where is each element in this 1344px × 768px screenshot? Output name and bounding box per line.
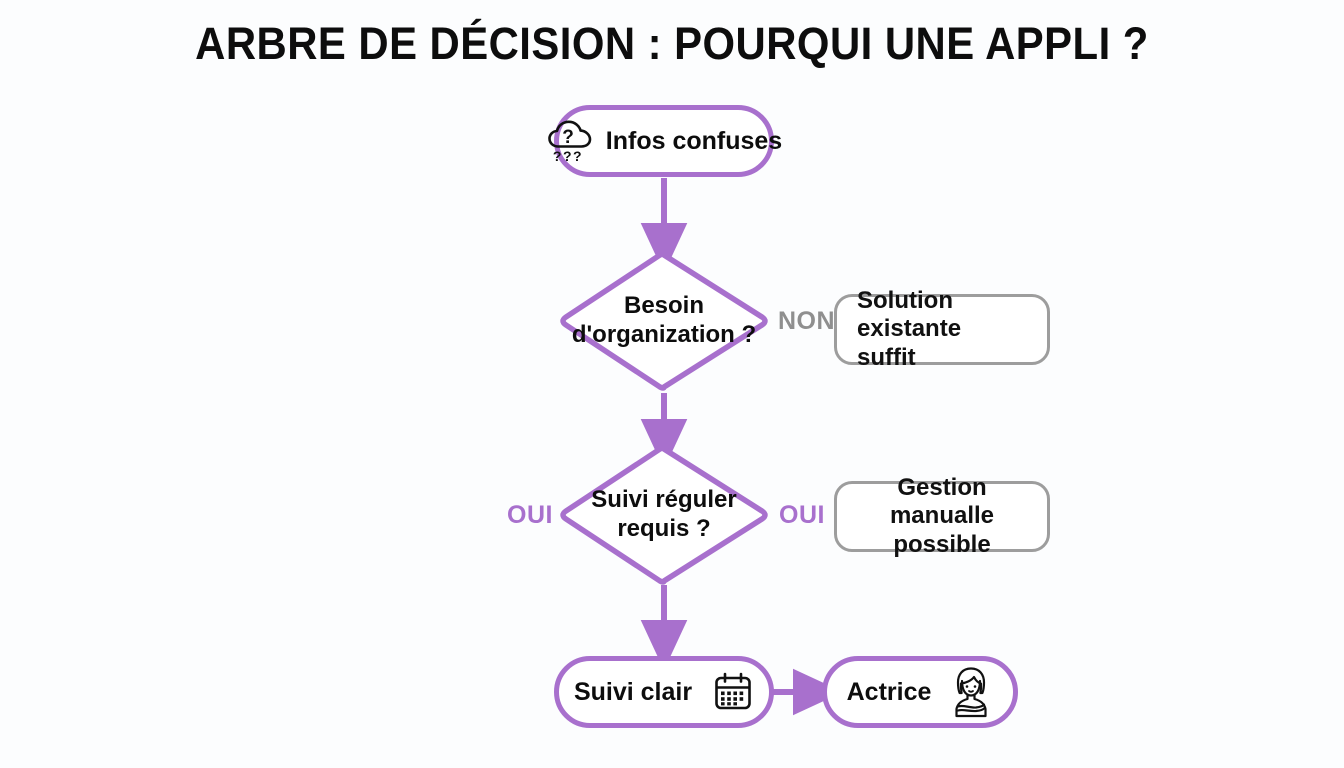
- node-suivi-clair-label: Suivi clair: [573, 677, 693, 706]
- node-besoin-organization[interactable]: Besoin d'organization ?: [556, 249, 772, 393]
- node-suivi-reguler-requis-label: Suivi réguler requis ?: [591, 486, 737, 542]
- page-title: ARBRE DE DÉCISION : POURQUI UNE APPLI ?: [195, 18, 1149, 69]
- woman-arms-crossed-icon: [949, 666, 993, 718]
- edge-label-oui-left: OUI: [507, 501, 553, 529]
- node-solution-existante-suffit-label: Solution existante suffit: [857, 287, 962, 371]
- node-suivi-reguler-requis[interactable]: Suivi réguler requis ?: [556, 443, 772, 587]
- node-actrice-label: Actrice: [846, 677, 932, 706]
- node-gestion-manualle-possible[interactable]: Gestion manualle possible: [834, 474, 1050, 558]
- node-infos-confuses[interactable]: ? ??? Infos confuses: [547, 105, 782, 177]
- node-suivi-clair[interactable]: Suivi clair: [554, 656, 774, 728]
- svg-text:???: ???: [553, 148, 583, 164]
- svg-text:?: ?: [562, 127, 574, 148]
- edge-label-non: NON: [778, 307, 836, 335]
- node-infos-confuses-label: Infos confuses: [605, 126, 783, 155]
- node-gestion-manualle-possible-label: Gestion manualle possible: [889, 474, 995, 558]
- calendar-icon: [712, 671, 754, 713]
- node-besoin-organization-label: Besoin d'organization ?: [571, 292, 757, 348]
- edge-label-oui-right: OUI: [779, 501, 825, 529]
- node-actrice[interactable]: Actrice: [822, 656, 1018, 728]
- cloud-question-icon: ? ???: [546, 118, 594, 164]
- node-solution-existante-suffit[interactable]: Solution existante suffit: [834, 287, 1050, 371]
